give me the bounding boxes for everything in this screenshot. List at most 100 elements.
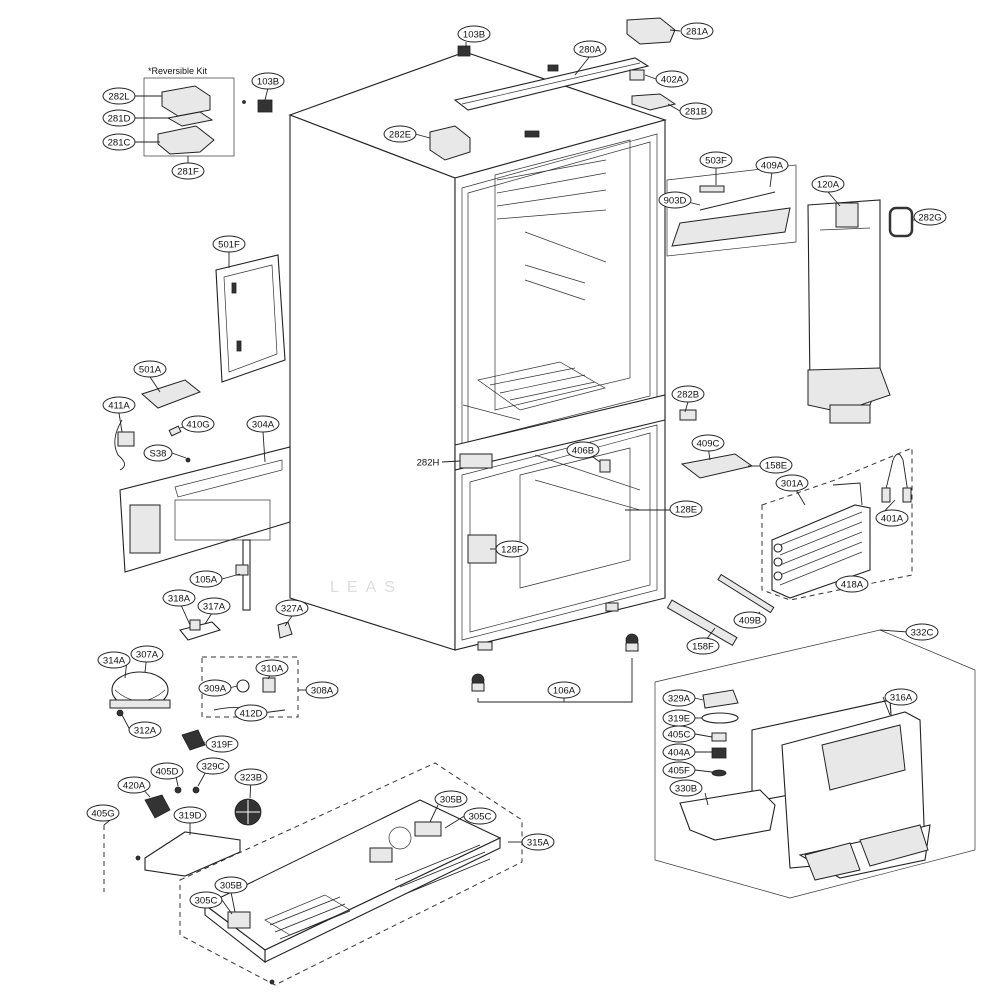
- refrigerator-cabinet: [288, 51, 667, 651]
- callout-405F: 405F: [668, 766, 690, 777]
- callout-420A: 420A: [123, 781, 146, 792]
- callout-405C-right: 405C: [668, 730, 691, 741]
- callout-329A: 329A: [668, 694, 691, 705]
- hinge-cover-part: [457, 45, 471, 57]
- callout-310A: 310A: [261, 664, 284, 675]
- gasket-ring-part: [888, 206, 914, 238]
- callout-315A: 315A: [527, 838, 550, 849]
- dispenser-box: [654, 629, 976, 899]
- motor-bracket-part: [144, 831, 241, 877]
- callout-305C-top: 305C: [469, 812, 492, 823]
- callout-319F: 319F: [211, 740, 233, 751]
- callout-412D: 412D: [240, 709, 263, 720]
- callout-402A: 402A: [661, 75, 684, 86]
- callout-309A: 309A: [204, 684, 227, 695]
- callout-404A: 404A: [668, 748, 691, 759]
- callout-158F: 158F: [692, 642, 714, 653]
- callout-282E: 282E: [389, 130, 411, 141]
- hinge-part: [631, 93, 677, 111]
- callout-327A: 327A: [281, 604, 304, 615]
- callout-411A: 411A: [108, 401, 130, 412]
- callout-405G: 405G: [91, 809, 114, 820]
- callout-503F: 503F: [705, 156, 727, 167]
- callout-S38: S38: [150, 449, 167, 460]
- air-duct-part: [807, 199, 891, 424]
- callout-903D: 903D: [664, 196, 687, 207]
- callout-282H: 282H: [417, 458, 440, 469]
- thermistor-part: [168, 425, 182, 437]
- reversible-kit-box: [143, 77, 273, 157]
- washer-part: [174, 786, 182, 794]
- callout-103B-top: 103B: [463, 30, 485, 41]
- panel-kit-box: [666, 164, 797, 257]
- callout-332C: 332C: [911, 628, 934, 639]
- callout-319D: 319D: [179, 811, 202, 822]
- clip-part: [277, 621, 293, 639]
- hinge-cap-part: [626, 17, 676, 45]
- callout-103B-kit: 103B: [257, 77, 279, 88]
- callout-105A: 105A: [195, 575, 218, 586]
- callout-319E: 319E: [668, 714, 690, 725]
- callout-317A: 317A: [203, 602, 226, 613]
- callout-305C-bottom: 305C: [195, 896, 218, 907]
- callout-305B-bottom: 305B: [220, 881, 242, 892]
- watermark-text: LEAS: [330, 579, 403, 596]
- callout-307A: 307A: [136, 650, 159, 661]
- callout-418A: 418A: [841, 580, 864, 591]
- callout-330B: 330B: [675, 784, 697, 795]
- callout-281B: 281B: [685, 107, 707, 118]
- callout-282B: 282B: [677, 390, 699, 401]
- callout-280A: 280A: [579, 45, 602, 56]
- reversible-kit-label: *Reversible Kit: [148, 66, 208, 76]
- callout-329C: 329C: [202, 762, 225, 773]
- callout-106A: 106A: [553, 686, 576, 697]
- callout-314A: 314A: [103, 656, 126, 667]
- pcb-part: [141, 379, 201, 409]
- callout-305B-top: 305B: [440, 795, 462, 806]
- callout-316A: 316A: [890, 693, 913, 704]
- tube-part: [235, 539, 251, 611]
- callout-labels: 103B 281A 280A 402A 281B 103B 282L 281D …: [86, 22, 947, 909]
- valve-part: [179, 619, 222, 641]
- hinge-bar-part: [453, 57, 650, 111]
- callout-120A: 120A: [817, 180, 840, 191]
- hinge-lower-part: [459, 453, 493, 469]
- evaporator-part: [761, 447, 913, 601]
- callout-405D: 405D: [156, 767, 179, 778]
- heater-rod-part: [717, 573, 775, 614]
- fan-motor-part: [144, 794, 171, 819]
- control-panel-part: [215, 254, 286, 383]
- callout-409B: 409B: [739, 616, 761, 627]
- callout-308A: 308A: [311, 686, 334, 697]
- seal-strip-part: [666, 599, 738, 647]
- callout-301A: 301A: [781, 479, 804, 490]
- compressor-part: [109, 671, 171, 717]
- bracket-small-part: [599, 459, 611, 473]
- switch-part: [629, 69, 645, 81]
- roller-part: [471, 633, 639, 703]
- callout-323B: 323B: [240, 773, 262, 784]
- back-cover-part: [119, 446, 291, 573]
- sensor-part: [680, 453, 754, 479]
- bracket-part: [679, 409, 697, 421]
- callout-501F: 501F: [218, 240, 240, 251]
- callout-409C: 409C: [697, 439, 720, 450]
- callout-304A: 304A: [252, 420, 275, 431]
- callout-318A: 318A: [168, 594, 191, 605]
- defrost-heater-part: [881, 453, 912, 503]
- callout-128F: 128F: [501, 545, 523, 556]
- callout-406B: 406B: [572, 446, 594, 457]
- callout-281D: 281D: [108, 114, 131, 125]
- callout-158E: 158E: [765, 461, 787, 472]
- cap-part: [429, 125, 471, 161]
- callout-281A: 281A: [686, 27, 709, 38]
- callout-128E: 128E: [675, 505, 697, 516]
- callout-410G: 410G: [186, 420, 209, 431]
- callout-409A: 409A: [761, 161, 784, 172]
- callout-281C: 281C: [108, 138, 131, 149]
- screw-part: [185, 457, 191, 463]
- base-plate-part: [179, 762, 523, 986]
- power-cord-part: [114, 419, 135, 471]
- callout-281F: 281F: [177, 167, 199, 178]
